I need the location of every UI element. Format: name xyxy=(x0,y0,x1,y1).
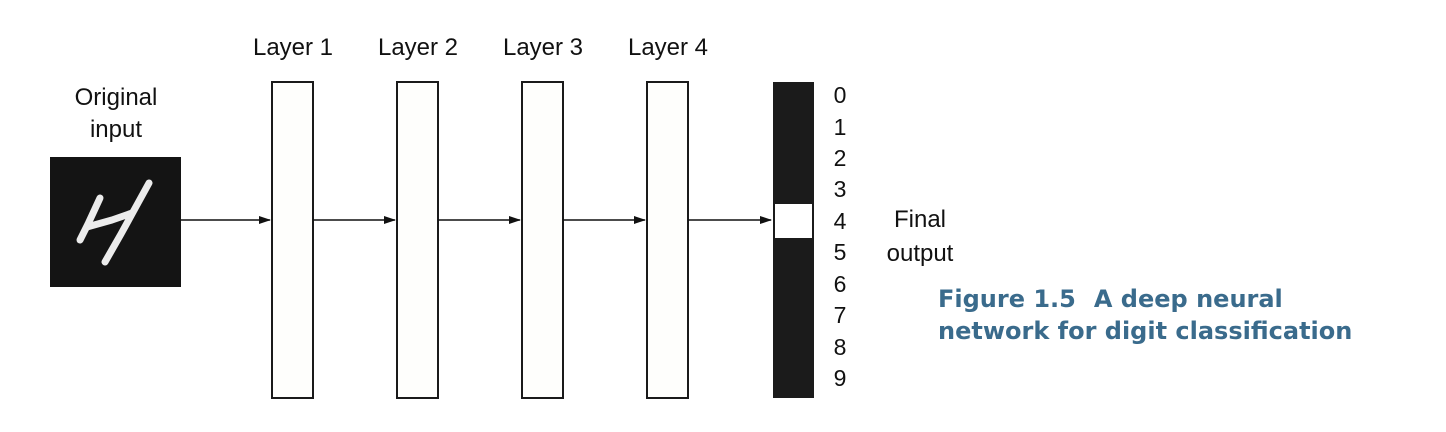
layer-4-box xyxy=(646,81,689,399)
figure-caption: Figure 1.5 A deep neural network for digi… xyxy=(938,283,1438,347)
layer-1-box xyxy=(271,81,314,399)
caption-line-1: Figure 1.5 A deep neural xyxy=(938,283,1438,315)
caption-text-line-1: A deep neural xyxy=(1093,285,1283,313)
input-digit-image xyxy=(50,157,181,287)
output-digit-1: 1 xyxy=(834,114,847,140)
layer-1-label: Layer 1 xyxy=(253,34,333,61)
layer-2-label: Layer 2 xyxy=(378,34,458,61)
output-digit-6: 6 xyxy=(834,271,847,297)
layer-3-box xyxy=(521,81,564,399)
caption-text-line-2: network for digit classification xyxy=(938,317,1353,345)
layer-3-label: Layer 3 xyxy=(503,34,583,61)
output-digit-5: 5 xyxy=(834,239,847,265)
output-label-line1: Final xyxy=(894,206,946,233)
output-digit-9: 9 xyxy=(834,365,847,391)
input-label-line2: input xyxy=(90,116,142,143)
output-digit-8: 8 xyxy=(834,334,847,360)
output-digit-0: 0 xyxy=(834,82,847,108)
output-digit-2: 2 xyxy=(834,145,847,171)
output-highlight-cell xyxy=(775,204,812,238)
output-bar xyxy=(773,82,814,398)
output-digit-4: 4 xyxy=(834,208,847,234)
layer-2-box xyxy=(396,81,439,399)
output-digit-7: 7 xyxy=(834,302,847,328)
output-digit-3: 3 xyxy=(834,176,847,202)
figure-number: Figure 1.5 xyxy=(938,285,1076,313)
input-label-line1: Original xyxy=(75,84,158,111)
layer-4-label: Layer 4 xyxy=(628,34,708,61)
output-label-line2: output xyxy=(887,240,954,267)
